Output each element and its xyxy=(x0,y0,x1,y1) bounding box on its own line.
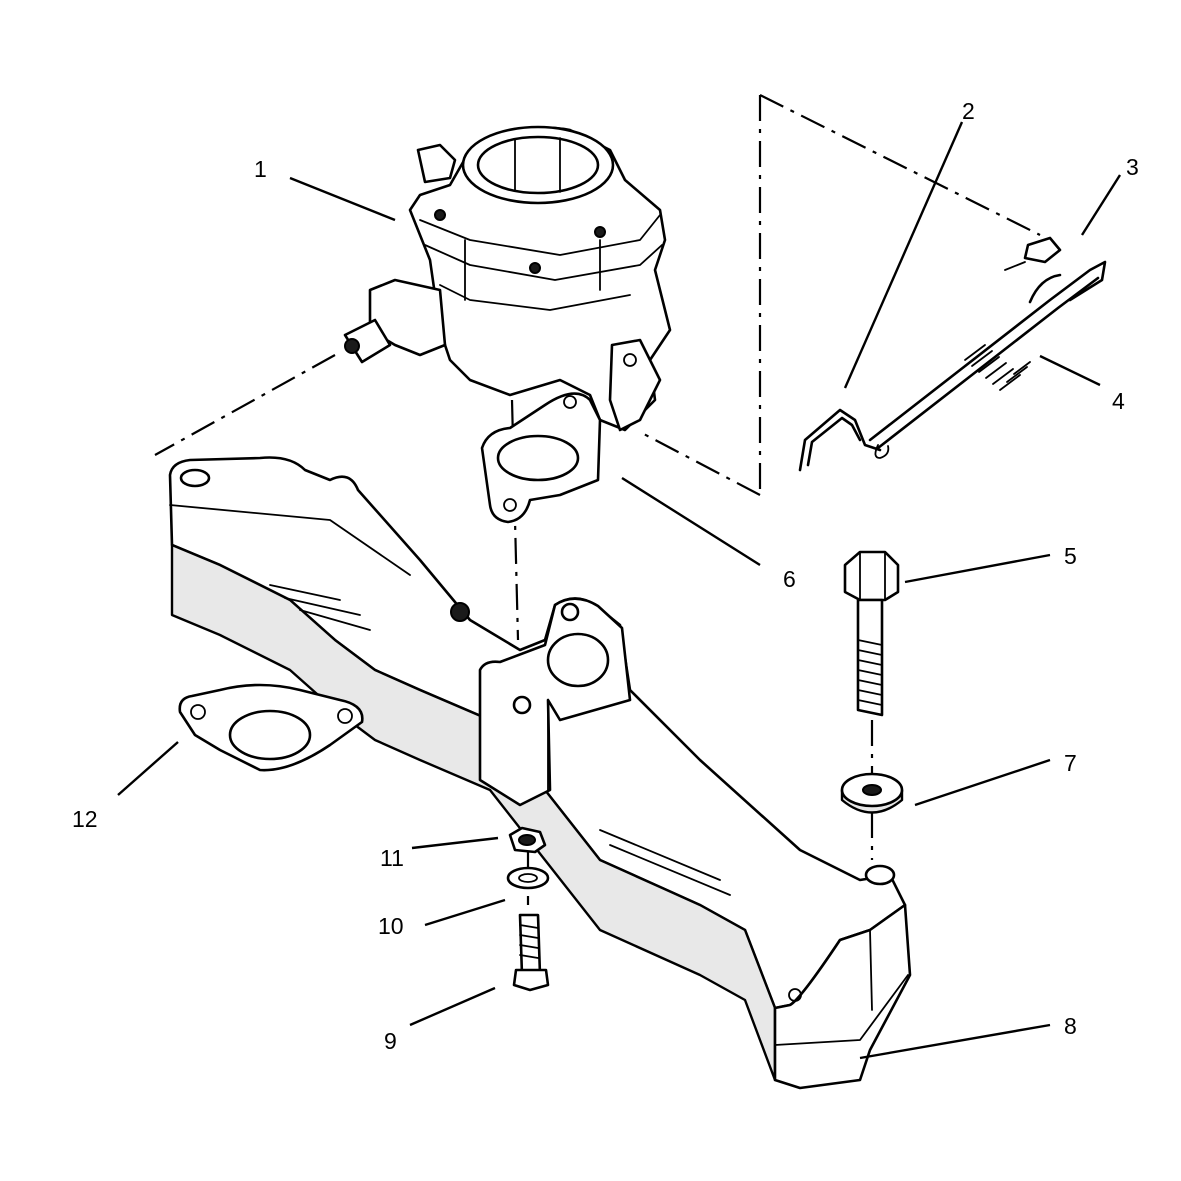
callout-7: 7 xyxy=(1064,750,1077,776)
carburetor-gasket-drawing xyxy=(480,392,602,524)
manifold-gasket-drawing xyxy=(178,683,364,772)
callout-5: 5 xyxy=(1064,543,1077,569)
callout-6: 6 xyxy=(783,566,796,592)
callout-leaders xyxy=(117,121,1122,1060)
nut-drawing xyxy=(508,826,547,854)
bolt-washer-drawing xyxy=(840,772,904,814)
callout-10: 10 xyxy=(378,913,404,939)
manifold-bolt-drawing xyxy=(843,550,900,717)
intake-manifold-drawing xyxy=(168,456,912,1090)
callout-12: 12 xyxy=(72,806,98,832)
throttle-linkage-drawing xyxy=(798,236,1107,472)
callout-2: 2 xyxy=(962,98,975,124)
callout-4: 4 xyxy=(1112,388,1125,414)
callout-1: 1 xyxy=(254,156,267,182)
stud-bolt-drawing xyxy=(512,913,550,992)
callout-9: 9 xyxy=(384,1028,397,1054)
callout-8: 8 xyxy=(1064,1013,1077,1039)
carburetor-drawing xyxy=(343,125,672,432)
callout-3: 3 xyxy=(1126,154,1139,180)
callout-11: 11 xyxy=(380,845,404,871)
lock-washer-drawing xyxy=(506,866,550,890)
